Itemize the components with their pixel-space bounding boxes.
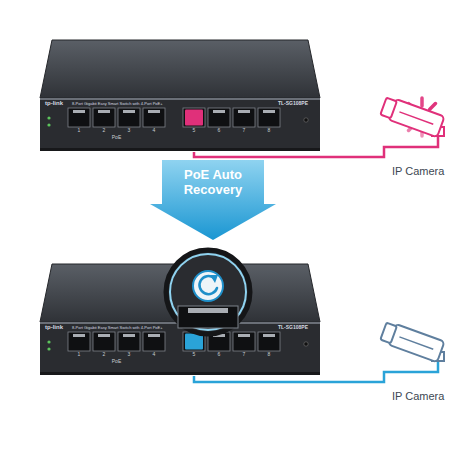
reset-button [304, 342, 308, 346]
illustration-part [150, 160, 276, 240]
arrow-caption: PoE Auto Recovery [160, 167, 266, 197]
product-description: 8-Port Gigabit Easy Smart Switch with 4-… [72, 326, 163, 330]
port-number: 8 [268, 128, 271, 133]
port-number: 8 [268, 352, 271, 357]
status-led [47, 347, 50, 350]
camera-body [380, 321, 445, 363]
illustration-part [238, 334, 250, 337]
illustration-part [399, 112, 433, 124]
illustration-part [123, 110, 135, 113]
illustration-part [263, 334, 275, 337]
recovery-icon [193, 271, 223, 301]
illustration-part [40, 98, 320, 100]
status-led [47, 340, 50, 343]
cable-line [194, 376, 376, 382]
switch-illustration [40, 38, 320, 152]
illustration-part [40, 148, 320, 151]
switch-illustration [40, 262, 320, 376]
ethernet-port [143, 332, 165, 351]
model-number: TL-SG108PE [278, 325, 308, 330]
network-switch: tp-link 8-Port Gigabit Easy Smart Switch … [40, 38, 320, 152]
ethernet-port [233, 332, 255, 351]
brand-logo: tp-link [45, 100, 63, 106]
ethernet-port [233, 108, 255, 127]
port-number: 6 [218, 128, 221, 133]
ethernet-port [93, 332, 115, 351]
ethernet-port [118, 108, 140, 127]
port-number: 5 [193, 352, 196, 357]
ethernet-port [118, 332, 140, 351]
product-description: 8-Port Gigabit Easy Smart Switch with 4-… [72, 102, 163, 106]
port-number: 3 [128, 128, 131, 133]
cable-plug [185, 334, 203, 350]
camera-label: IP Camera [392, 165, 444, 178]
illustration-part [98, 110, 110, 113]
illustration-part [380, 323, 396, 344]
cable-line [194, 152, 376, 157]
port-number: 1 [78, 352, 81, 357]
poe-group-label: PoE [112, 359, 121, 364]
ethernet-port [258, 332, 280, 351]
network-switch: tp-link 8-Port Gigabit Easy Smart Switch … [40, 262, 320, 376]
ip-camera: IP Camera [376, 91, 462, 181]
port-number: 7 [243, 352, 246, 357]
illustration-part [98, 334, 110, 337]
status-led [47, 116, 50, 119]
ethernet-port [143, 108, 165, 127]
illustration-part [170, 254, 246, 330]
ethernet-port [68, 332, 90, 351]
port-number: 4 [153, 128, 156, 133]
port-number: 2 [103, 352, 106, 357]
illustration-part [210, 275, 218, 283]
illustration-part [40, 372, 320, 375]
model-number: TL-SG108PE [278, 101, 308, 106]
port-number: 1 [78, 128, 81, 133]
illustration-part [188, 308, 228, 313]
ethernet-port [208, 108, 230, 127]
port-number: 6 [218, 352, 221, 357]
illustration-part [380, 98, 396, 119]
ethernet-port [68, 108, 90, 127]
port-number: 2 [103, 128, 106, 133]
status-led [47, 123, 50, 126]
port-number: 4 [153, 352, 156, 357]
illustration-part [399, 337, 433, 349]
port-number: 3 [128, 352, 131, 357]
illustration-part [263, 110, 275, 113]
illustration-part [148, 334, 160, 337]
port-number: 7 [243, 128, 246, 133]
camera-mount [376, 135, 438, 157]
magnifier-lens [166, 250, 250, 334]
poe-group-label: PoE [112, 135, 121, 140]
illustration-part [148, 110, 160, 113]
port-number: 5 [193, 128, 196, 133]
feature-arrow: PoE Auto Recovery [150, 160, 276, 240]
switch-front-panel [40, 98, 320, 150]
switch-front-panel [40, 322, 320, 374]
loading-spinner [420, 98, 424, 106]
illustration-part [178, 306, 238, 328]
illustration-part [213, 110, 225, 113]
loading-spinner [430, 104, 436, 110]
camera-label: IP Camera [392, 390, 444, 403]
cable-plug [185, 110, 203, 126]
brand-logo: tp-link [45, 324, 63, 330]
ethernet-port [183, 108, 205, 127]
ethernet-port [93, 108, 115, 127]
camera-mount [376, 360, 438, 382]
switch-top-surface [40, 40, 320, 98]
illustration-part [123, 334, 135, 337]
illustration-part [238, 110, 250, 113]
illustration-part [73, 334, 85, 337]
camera-body [380, 96, 445, 138]
illustration-part [73, 110, 85, 113]
reset-button [304, 118, 308, 122]
ip-camera: IP Camera [376, 316, 462, 406]
ethernet-port [258, 108, 280, 127]
